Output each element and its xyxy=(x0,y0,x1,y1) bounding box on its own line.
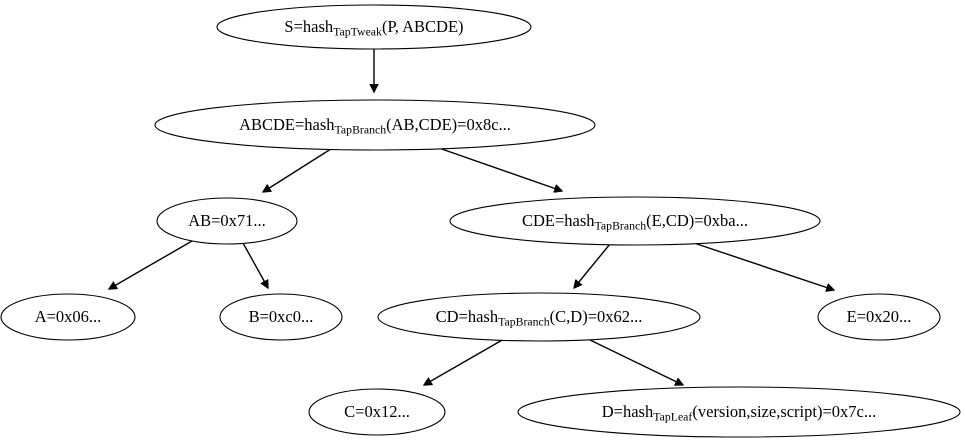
node-label-b: B=0xc0... xyxy=(249,307,314,326)
node-ellipse-s xyxy=(216,4,532,50)
node-label-d: D=hashTapLeaf(version,size,script)=0x7c.… xyxy=(602,402,876,423)
node-cde[interactable]: CDE=hashTapBranch(E,CD)=0xba... xyxy=(449,196,821,246)
node-ellipse-abcde xyxy=(154,99,596,151)
edge-ab-to-b xyxy=(242,242,268,288)
node-label-a: A=0x06... xyxy=(35,307,102,326)
node-label-ab: AB=0x71... xyxy=(188,211,266,230)
edge-abcde-to-ab xyxy=(263,146,335,192)
node-ellipse-cd xyxy=(377,292,701,342)
edge-cde-to-cd xyxy=(574,243,611,288)
node-label-cde: CDE=hashTapBranch(E,CD)=0xba... xyxy=(522,211,748,232)
nodes-layer: S=hashTapTweak(P, ABCDE) ABCDE=hashTapBra… xyxy=(0,4,961,438)
edge-cd-to-d xyxy=(587,338,683,385)
node-ellipse-cde xyxy=(449,196,821,246)
node-a[interactable]: A=0x06... xyxy=(0,293,136,341)
node-label-c: C=0x12... xyxy=(344,402,410,421)
node-ellipse-a xyxy=(0,293,136,341)
edge-cd-to-c xyxy=(424,338,505,385)
node-cd[interactable]: CD=hashTapBranch(C,D)=0x62... xyxy=(377,292,701,342)
edges-layer xyxy=(109,49,834,385)
node-e[interactable]: E=0x20... xyxy=(817,293,941,341)
node-ellipse-d xyxy=(517,386,961,438)
node-ab[interactable]: AB=0x71... xyxy=(156,197,298,245)
node-abcde[interactable]: ABCDE=hashTapBranch(AB,CDE)=0x8c... xyxy=(154,99,596,151)
node-ellipse-ab xyxy=(156,197,298,245)
node-label-cd: CD=hashTapBranch(C,D)=0x62... xyxy=(436,307,643,328)
node-c[interactable]: C=0x12... xyxy=(308,388,446,436)
node-d[interactable]: D=hashTapLeaf(version,size,script)=0x7c.… xyxy=(517,386,961,438)
node-b[interactable]: B=0xc0... xyxy=(219,293,343,341)
edge-cde-to-e xyxy=(693,242,834,290)
node-ellipse-e xyxy=(817,293,941,341)
node-ellipse-c xyxy=(308,388,446,436)
node-s[interactable]: S=hashTapTweak(P, ABCDE) xyxy=(216,4,532,50)
node-ellipse-b xyxy=(219,293,343,341)
node-label-s: S=hashTapTweak(P, ABCDE) xyxy=(284,17,463,38)
node-label-e: E=0x20... xyxy=(847,307,912,326)
edge-abcde-to-cde xyxy=(435,146,562,191)
node-label-abcde: ABCDE=hashTapBranch(AB,CDE)=0x8c... xyxy=(239,115,511,136)
edge-ab-to-a xyxy=(109,240,193,289)
